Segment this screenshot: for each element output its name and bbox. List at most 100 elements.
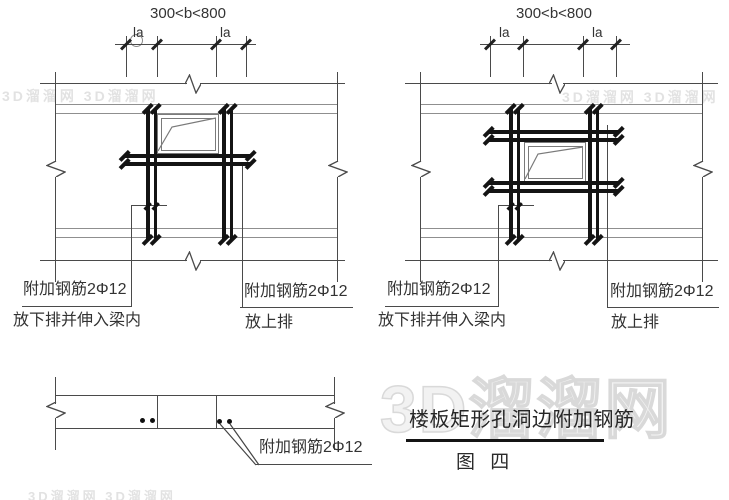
break-symbol [45,161,66,177]
watermark-band: 3D溜溜网 3D溜溜网 [2,88,159,104]
drawing-line [126,36,127,77]
leader-line [219,424,260,466]
drawing-line [498,205,499,307]
dimension-text: 300<b<800 [516,5,592,22]
rebar-dot [216,418,222,424]
drawing-line [55,237,337,238]
drawing-line [420,72,421,162]
rebar-bar [516,109,520,240]
drawing-line [406,439,604,442]
drawing-line [40,83,187,84]
rebar-label: 附加钢筋2Φ12 [244,283,348,300]
break-symbol [324,402,345,418]
break-symbol [185,73,201,94]
rebar-bar [146,109,150,240]
drawing-line [200,260,345,261]
rebar-label: 附加钢筋2Φ12 [259,439,363,456]
drawing-line [240,307,353,308]
rebar-note: 放上排 [611,314,660,331]
anchorage-label: la [133,25,144,40]
drawing-line [563,260,718,261]
drawing-line [420,113,702,114]
drawing-line [55,428,334,429]
drawing-line [420,104,702,105]
drawing-line [334,418,335,450]
hole-outline [157,114,219,154]
rebar-label: 附加钢筋2Φ12 [610,283,714,300]
rebar-bar [124,162,250,166]
drawing-line [55,72,56,162]
anchorage-label: la [499,25,510,40]
drawing-line [405,83,552,84]
rebar-bar [488,130,618,134]
hole-fold-line [157,117,217,152]
break-symbol [45,402,66,418]
hole-outline [527,145,583,179]
drawing-line [702,177,703,282]
break-symbol [327,161,348,177]
dimension-text: 300<b<800 [150,5,226,22]
break-symbol [549,250,565,271]
drawing-line [55,377,56,404]
rebar-bar [488,189,618,193]
rebar-note: 放下排并伸入梁内 [13,312,142,329]
figure-caption: 图 四 [456,452,510,473]
rebar-bar [229,109,233,240]
anchorage-label: la [592,25,603,40]
drawing-line [490,36,491,77]
drawing-line [246,36,247,77]
break-symbol [692,161,713,177]
rebar-dot [139,417,145,423]
rebar-dot [226,418,232,424]
drawing-line [242,166,243,308]
drawing-line [22,306,132,307]
drawing-line [157,36,158,77]
rebar-dot [149,417,155,423]
rebar-label: 附加钢筋2Φ12 [23,281,127,298]
break-symbol [185,250,201,271]
break-symbol [549,73,565,94]
rebar-note: 放下排并伸入梁内 [378,312,507,329]
drawing-line [55,177,56,282]
rebar-note: 放上排 [245,314,294,331]
rebar-bar [588,109,592,240]
drawing-line [55,104,337,105]
break-symbol [410,161,431,177]
drawing-line [563,83,718,84]
drawing-line [420,237,702,238]
anchorage-label: la [220,25,231,40]
drawing-line [55,418,56,450]
drawing-line [40,260,187,261]
rebar-bar [509,109,513,240]
drawing-line [200,83,345,84]
rebar-bar [488,181,618,185]
drawing-line [55,228,337,229]
drawing-line [523,36,524,77]
drawing-line [420,177,421,282]
rebar-bar [124,154,250,158]
drawing-line [607,125,608,308]
watermark-band: 3D溜溜网 3D溜溜网 [28,489,176,500]
watermark-band: 3D溜溜网 3D溜溜网 [562,89,719,105]
rebar-label: 附加钢筋2Φ12 [387,281,491,298]
drawing-line [157,395,158,429]
drawing-line [131,205,132,307]
drawing-line [55,113,337,114]
drawing-line [583,36,584,77]
drawing-line [255,464,372,465]
rebar-bar [222,109,226,240]
hole-fold-line [524,146,584,180]
drawing-line [385,306,499,307]
drawing-line [216,395,217,429]
drawing-line [616,36,617,77]
drawing-line [405,260,552,261]
hole-outline [160,117,216,151]
rebar-bar [153,109,157,240]
drawing-line [337,177,338,282]
drawing-line [702,72,703,162]
drawing-line [337,72,338,162]
drawing-line [115,44,256,45]
drawing-title: 楼板矩形孔洞边附加钢筋 [409,409,635,431]
drawing-line [216,36,217,77]
